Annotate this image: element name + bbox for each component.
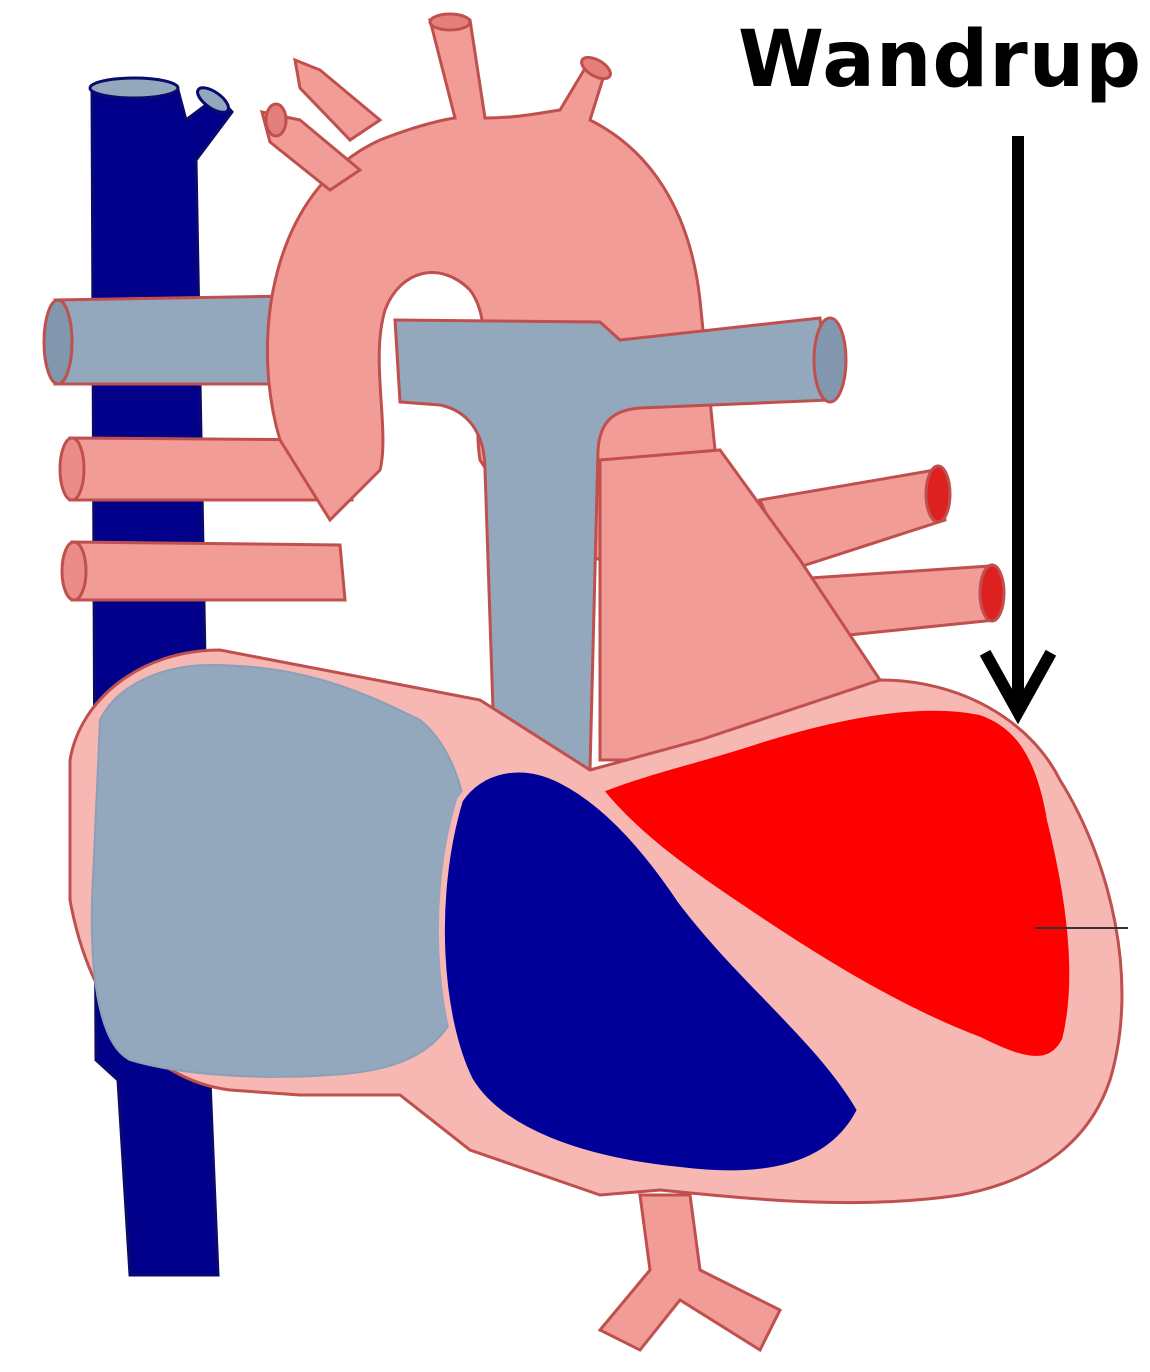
- descending-aorta: [600, 1195, 780, 1350]
- pulmonary-vein-left-upper-end: [60, 438, 84, 500]
- right-atrium: [92, 665, 474, 1077]
- pulmonary-vein-left-lower: [72, 542, 345, 600]
- pulmonary-artery-right-end: [814, 318, 846, 402]
- wall-rupture-label: Wandrup: [738, 14, 1142, 106]
- pulmonary-vein-right-upper-end: [926, 466, 950, 522]
- pulmonary-vein-left-lower-end: [62, 542, 86, 600]
- pulmonary-artery-left-end: [44, 300, 72, 384]
- pulmonary-vein-right-lower-end: [980, 565, 1004, 621]
- vena-cava-top-opening: [90, 78, 178, 98]
- aortic-branch-left-end: [266, 104, 286, 136]
- aortic-branch-1: [430, 14, 470, 30]
- pulmonary-artery-left-branch: [55, 296, 290, 384]
